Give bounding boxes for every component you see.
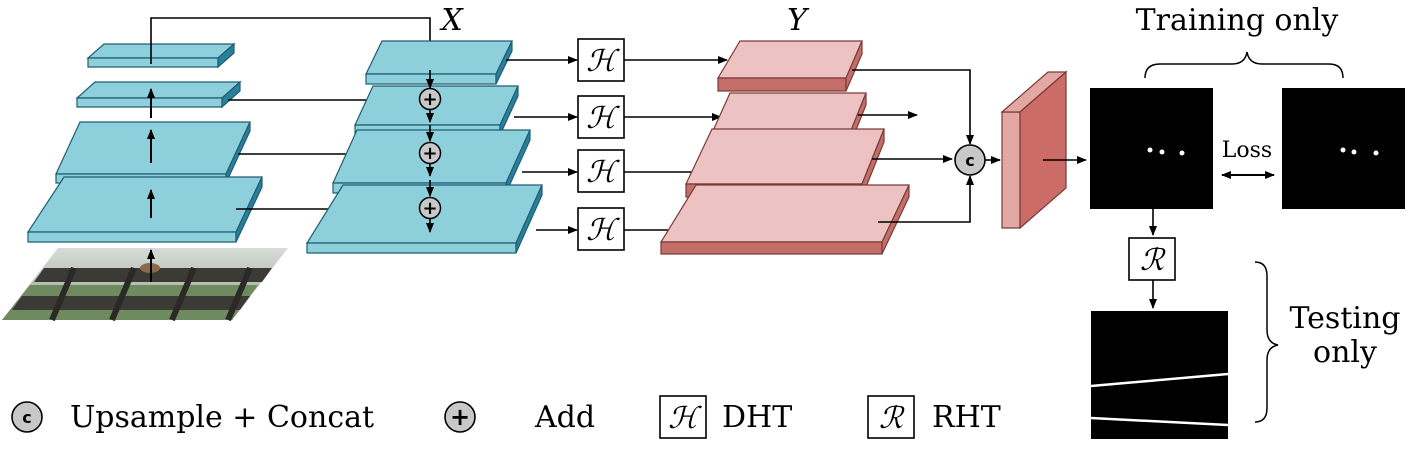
training-only-label: Training only: [1136, 3, 1339, 38]
svg-text:ℋ: ℋ: [668, 401, 702, 436]
input-photo: [2, 248, 288, 322]
svg-text:+: +: [422, 89, 437, 110]
svg-text:ℋ: ℋ: [586, 213, 620, 248]
hough-layer-1: [716, 40, 863, 92]
training-brace: [1144, 51, 1344, 79]
loss-label: Loss: [1222, 138, 1272, 163]
dht-box-1: ℋ: [577, 38, 625, 82]
fpn-to-dht-arrows: [506, 56, 578, 234]
svg-text:c: c: [965, 151, 974, 170]
hough-layer-4: [659, 184, 910, 255]
backbone-layer-2: [75, 80, 242, 109]
svg-text:ℛ: ℛ: [879, 401, 905, 436]
dht-to-hough-arrows: [624, 56, 728, 234]
x-feature-label: X: [439, 3, 464, 38]
top-skip-arrow: [150, 17, 434, 64]
testing-only-label: only: [1313, 335, 1377, 370]
backbone-stack: [26, 42, 263, 282]
legend-dht-label: DHT: [722, 400, 792, 435]
add-node-1: +: [418, 87, 442, 111]
backbone-layer-4: [26, 176, 263, 243]
svg-text:ℋ: ℋ: [586, 155, 620, 190]
svg-text:ℋ: ℋ: [586, 101, 620, 136]
concat-node: c: [954, 144, 986, 176]
conv-block: [1000, 70, 1068, 230]
svg-text:ℋ: ℋ: [586, 44, 620, 79]
svg-text:+: +: [422, 198, 437, 219]
fpn-stack: [305, 40, 543, 254]
legend-dht-icon: ℋ: [659, 395, 707, 439]
dht-box-2: ℋ: [577, 95, 625, 139]
y-feature-label: Y: [787, 3, 810, 38]
hough-to-concat-arrows: [852, 69, 974, 223]
legend: c Upsample + Concat + Add ℋ DHT ℛ RHT: [11, 395, 1001, 439]
line-output-map: [1090, 311, 1229, 439]
rht-box: ℛ: [1128, 237, 1176, 281]
legend-rht-icon: ℛ: [867, 395, 915, 439]
add-node-3: +: [418, 196, 442, 220]
fpn-layer-1: [365, 40, 513, 85]
prediction-map: [1090, 88, 1213, 209]
svg-text:ℛ: ℛ: [1140, 243, 1166, 278]
dht-box-3: ℋ: [577, 149, 625, 193]
backbone-layer-3: [55, 121, 251, 184]
legend-concat-icon: c: [11, 401, 43, 433]
testing-label: Testing: [1289, 301, 1400, 336]
svg-text:c: c: [22, 408, 31, 427]
backbone-layer-1: [86, 42, 236, 69]
legend-rht-label: RHT: [932, 400, 1001, 435]
legend-add-icon: +: [444, 401, 476, 433]
dht-box-4: ℋ: [577, 207, 625, 251]
legend-add-label: Add: [534, 400, 595, 435]
ground-truth-map: [1282, 88, 1405, 209]
legend-concat-label: Upsample + Concat: [70, 400, 374, 435]
hough-stack: [659, 40, 910, 255]
fpn-layer-4: [305, 184, 543, 254]
add-node-2: +: [418, 141, 442, 165]
svg-text:+: +: [450, 403, 470, 431]
svg-text:+: +: [422, 143, 437, 164]
testing-brace: [1254, 261, 1279, 423]
